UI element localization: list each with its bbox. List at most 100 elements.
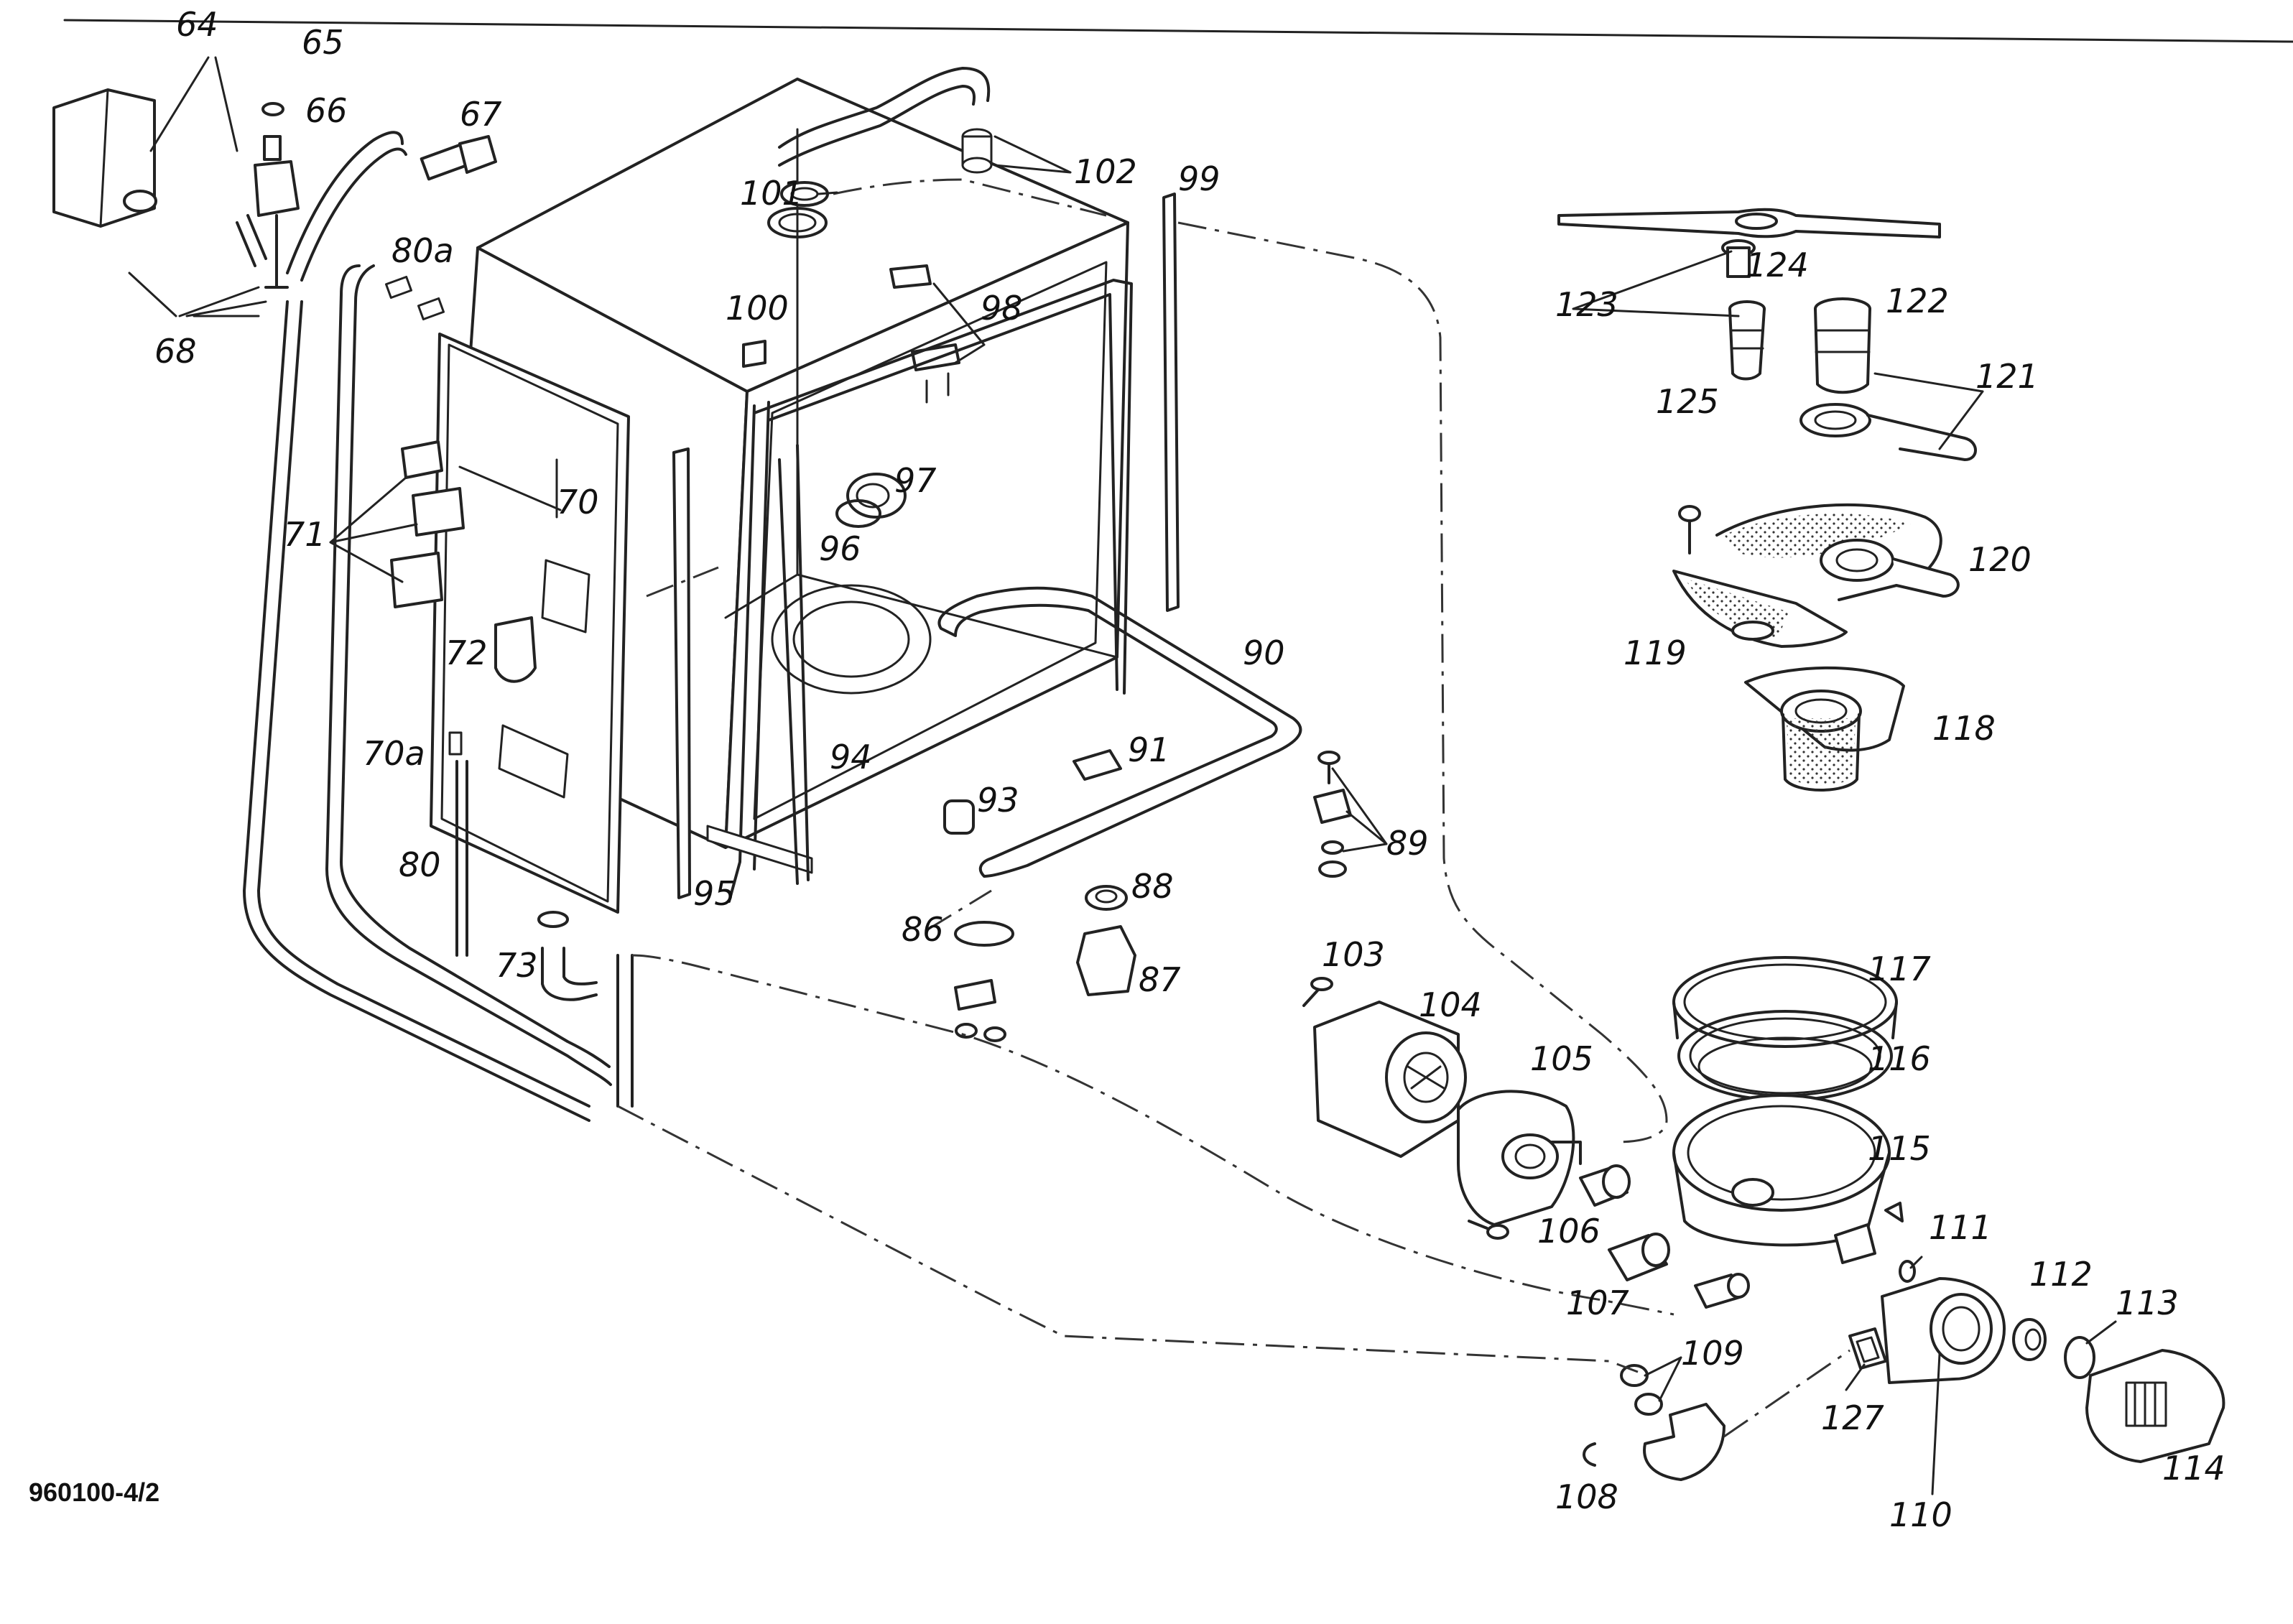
part-127-gasket xyxy=(1848,1327,1887,1370)
part-label-124: 124 xyxy=(1746,246,1809,284)
part-90-heater xyxy=(937,586,1302,878)
part-label-93: 93 xyxy=(977,781,1019,820)
part-label-91: 91 xyxy=(1128,730,1170,769)
part-label-127: 127 xyxy=(1821,1398,1884,1437)
part-95-rail xyxy=(672,447,691,899)
part-label-104: 104 xyxy=(1419,985,1482,1024)
part-100-plate xyxy=(742,340,766,368)
part-117-ring xyxy=(1672,956,1898,1048)
part-65-66-valve xyxy=(236,102,300,289)
part-label-70a: 70a xyxy=(363,734,425,773)
part-119-fine-filter xyxy=(1672,570,1848,648)
part-label-88: 88 xyxy=(1131,867,1174,906)
part-112-cap xyxy=(2012,1318,2047,1361)
part-label-90: 90 xyxy=(1243,634,1285,672)
part-label-121: 121 xyxy=(1975,357,2039,396)
part-97-96-fitting xyxy=(835,473,907,528)
part-label-66: 66 xyxy=(305,91,348,130)
top-border-line xyxy=(63,19,2293,43)
part-labels: 64 65 66 67 68 80a 100 101 102 99 98 123 124 122 125 12… xyxy=(154,5,2225,1534)
part-label-106: 106 xyxy=(1537,1212,1601,1251)
part-93-clip xyxy=(943,799,975,835)
part-label-98: 98 xyxy=(981,289,1023,328)
part-label-108: 108 xyxy=(1555,1477,1618,1516)
part-label-72: 72 xyxy=(445,634,488,672)
part-label-115: 115 xyxy=(1868,1129,1931,1168)
part-113-disk xyxy=(2064,1336,2095,1379)
part-label-67: 67 xyxy=(460,95,502,134)
part-70a-tube xyxy=(448,731,468,957)
part-label-80a: 80a xyxy=(392,231,454,270)
dash-line-top-pipe xyxy=(833,178,1107,217)
part-label-97: 97 xyxy=(894,461,937,500)
document-code: 960100-4/2 xyxy=(29,1477,159,1507)
part-label-87: 87 xyxy=(1139,960,1181,999)
part-118-microfilter xyxy=(1744,666,1905,792)
part-label-112: 112 xyxy=(2029,1255,2093,1294)
part-label-117: 117 xyxy=(1868,950,1931,988)
part-106-sleeve xyxy=(1579,1164,1631,1207)
part-123-spray-arm xyxy=(1557,208,1941,238)
part-86-plate xyxy=(954,921,1014,947)
part-label-105: 105 xyxy=(1530,1039,1593,1078)
part-label-116: 116 xyxy=(1868,1039,1931,1078)
part-label-118: 118 xyxy=(1932,709,1996,748)
small-screw xyxy=(1468,1220,1509,1240)
part-91-bracket xyxy=(1073,749,1122,781)
part-label-101: 101 xyxy=(740,174,803,213)
part-label-80: 80 xyxy=(399,845,441,884)
part-67-hose xyxy=(286,131,497,282)
part-109-rings xyxy=(1620,1364,1663,1416)
part-label-113: 113 xyxy=(2116,1284,2179,1322)
part-label-70: 70 xyxy=(557,483,599,521)
part-124-nozzle xyxy=(1721,239,1756,278)
part-122-tube xyxy=(1814,297,1871,394)
part-80a-plugs xyxy=(384,275,445,321)
part-125-tube xyxy=(1728,300,1766,381)
part-121-bracket xyxy=(1799,403,1977,461)
part-110-housing xyxy=(1881,1277,2006,1384)
part-89-screws xyxy=(1313,751,1352,878)
part-label-65: 65 xyxy=(302,23,344,62)
part-label-110: 110 xyxy=(1889,1495,1952,1534)
leader-lines xyxy=(128,56,2117,1495)
part-87-sensor xyxy=(1076,925,1136,996)
dash-line-pump xyxy=(1723,1349,1850,1438)
part-115-sump xyxy=(1672,1094,1891,1264)
part-label-122: 122 xyxy=(1886,282,1949,320)
part-label-125: 125 xyxy=(1656,382,1719,421)
part-64-box xyxy=(52,88,157,228)
part-73-hose xyxy=(537,911,598,1001)
part-108-elbow xyxy=(1583,1403,1725,1481)
part-label-111: 111 xyxy=(1929,1208,1992,1247)
part-label-107: 107 xyxy=(1566,1284,1629,1322)
part-label-95: 95 xyxy=(693,874,736,913)
small-chip xyxy=(1884,1202,1904,1222)
part-label-73: 73 xyxy=(496,946,538,985)
part-label-89: 89 xyxy=(1386,824,1429,863)
part-label-86: 86 xyxy=(902,910,944,949)
part-label-96: 96 xyxy=(819,529,861,568)
part-label-123: 123 xyxy=(1555,285,1618,324)
upper-pipe xyxy=(778,67,993,174)
dash-line-tub-outline xyxy=(1177,221,1668,1143)
part-label-100: 100 xyxy=(726,289,789,328)
side-panel-70 xyxy=(430,333,630,914)
part-105-housing xyxy=(1457,1090,1582,1226)
part-label-119: 119 xyxy=(1623,634,1687,672)
part-label-114: 114 xyxy=(2162,1449,2225,1488)
dash-line-bottom xyxy=(631,954,1674,1316)
part-label-68: 68 xyxy=(154,332,197,371)
part-label-71: 71 xyxy=(284,515,326,554)
part-label-102: 102 xyxy=(1074,152,1137,191)
part-label-99: 99 xyxy=(1178,159,1220,198)
dash-line-sump-inner xyxy=(646,566,992,932)
inlet-hose-left xyxy=(243,300,590,1122)
part-label-64: 64 xyxy=(176,5,218,44)
part-label-109: 109 xyxy=(1681,1334,1744,1373)
drain-hose-loop xyxy=(325,264,634,1108)
part-103-screw xyxy=(1302,977,1333,1007)
clip-pieces xyxy=(954,979,1006,1042)
part-111-oring xyxy=(1899,1260,1916,1283)
